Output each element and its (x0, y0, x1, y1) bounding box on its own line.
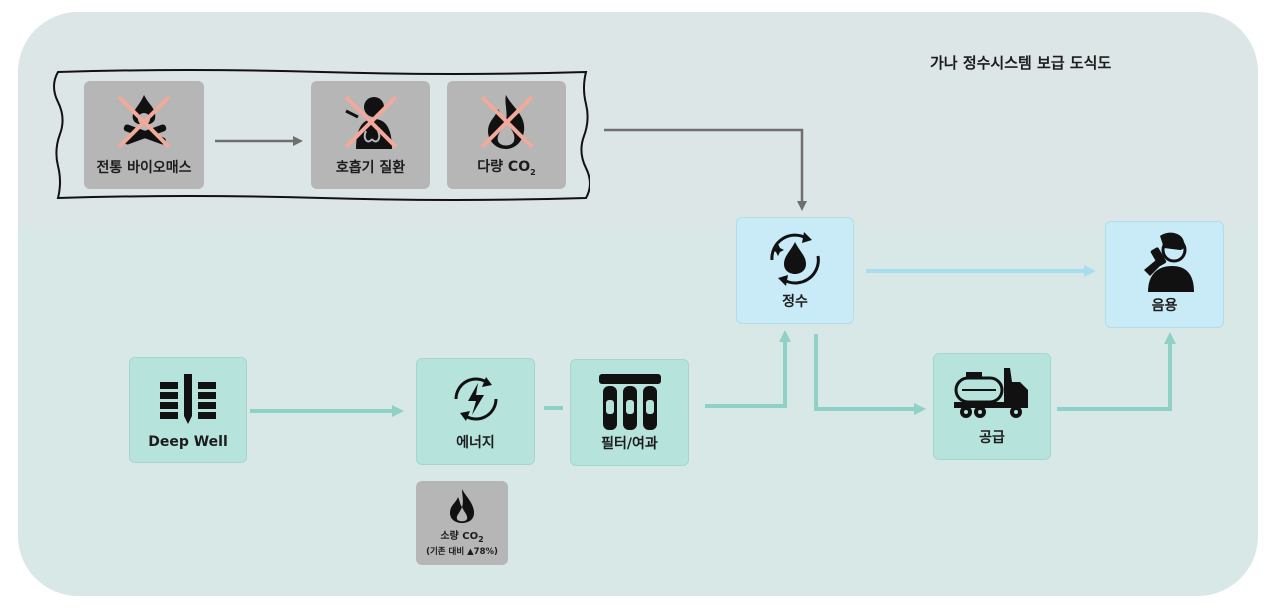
co2-subscript: 2 (530, 168, 536, 177)
node-drink: 음용 (1105, 221, 1224, 328)
truck-icon (954, 368, 1028, 418)
wavy-border (53, 69, 590, 201)
arrow-purify-supply (814, 334, 926, 415)
water-cycle-icon (770, 232, 820, 286)
diagram-title: 가나 정수시스템 보급 도식도 (930, 54, 1112, 72)
drinking-person-icon (1143, 232, 1194, 292)
heavy-co2-label: 다량 CO2 (447, 156, 566, 177)
arrow-supply-drink (1057, 332, 1176, 411)
node-energy: 에너지 (416, 358, 535, 465)
fire-icon (117, 95, 171, 149)
node-respiratory-disease: 호흡기 질환 (311, 81, 430, 189)
node-deep-well: Deep Well (129, 357, 247, 463)
node-filter: 필터/여과 (570, 359, 689, 466)
node-supply: 공급 (933, 353, 1051, 460)
diagram-panel (18, 12, 1258, 596)
biomass-label: 전통 바이오매스 (96, 160, 192, 176)
co2-text: 다량 CO (477, 159, 531, 176)
filter-label: 필터/여과 (601, 436, 658, 452)
node-low-co2: 소량 CO2 (기존 대비 ▲78%) (416, 481, 508, 565)
low-co2-text: 소량 CO (440, 531, 479, 542)
well-icon (160, 374, 216, 424)
node-biomass: 전통 바이오매스 (84, 81, 204, 189)
flame-icon (480, 95, 533, 149)
arrow-legacy-purify (604, 128, 807, 211)
deep-well-label: Deep Well (148, 434, 228, 450)
low-co2-note: (기존 대비 ▲78%) (426, 547, 498, 557)
node-purify: 정수 (736, 217, 854, 324)
arrow-filter-purify (705, 330, 791, 408)
flame-icon (450, 489, 474, 523)
legacy-zone (18, 12, 1258, 227)
purify-label: 정수 (782, 294, 808, 310)
filter-icon (598, 374, 661, 430)
low-co2-subscript: 2 (478, 535, 484, 544)
legacy-system-group (52, 68, 590, 202)
supply-label: 공급 (979, 430, 1005, 446)
disease-label: 호흡기 질환 (335, 160, 406, 176)
node-heavy-co2: 다량 CO2 (447, 81, 566, 189)
energy-label: 에너지 (456, 435, 495, 451)
low-co2-label: 소량 CO2 (416, 527, 508, 544)
drink-label: 음용 (1151, 298, 1178, 314)
energy-cycle-icon (454, 377, 497, 421)
sick-person-icon (344, 95, 397, 149)
